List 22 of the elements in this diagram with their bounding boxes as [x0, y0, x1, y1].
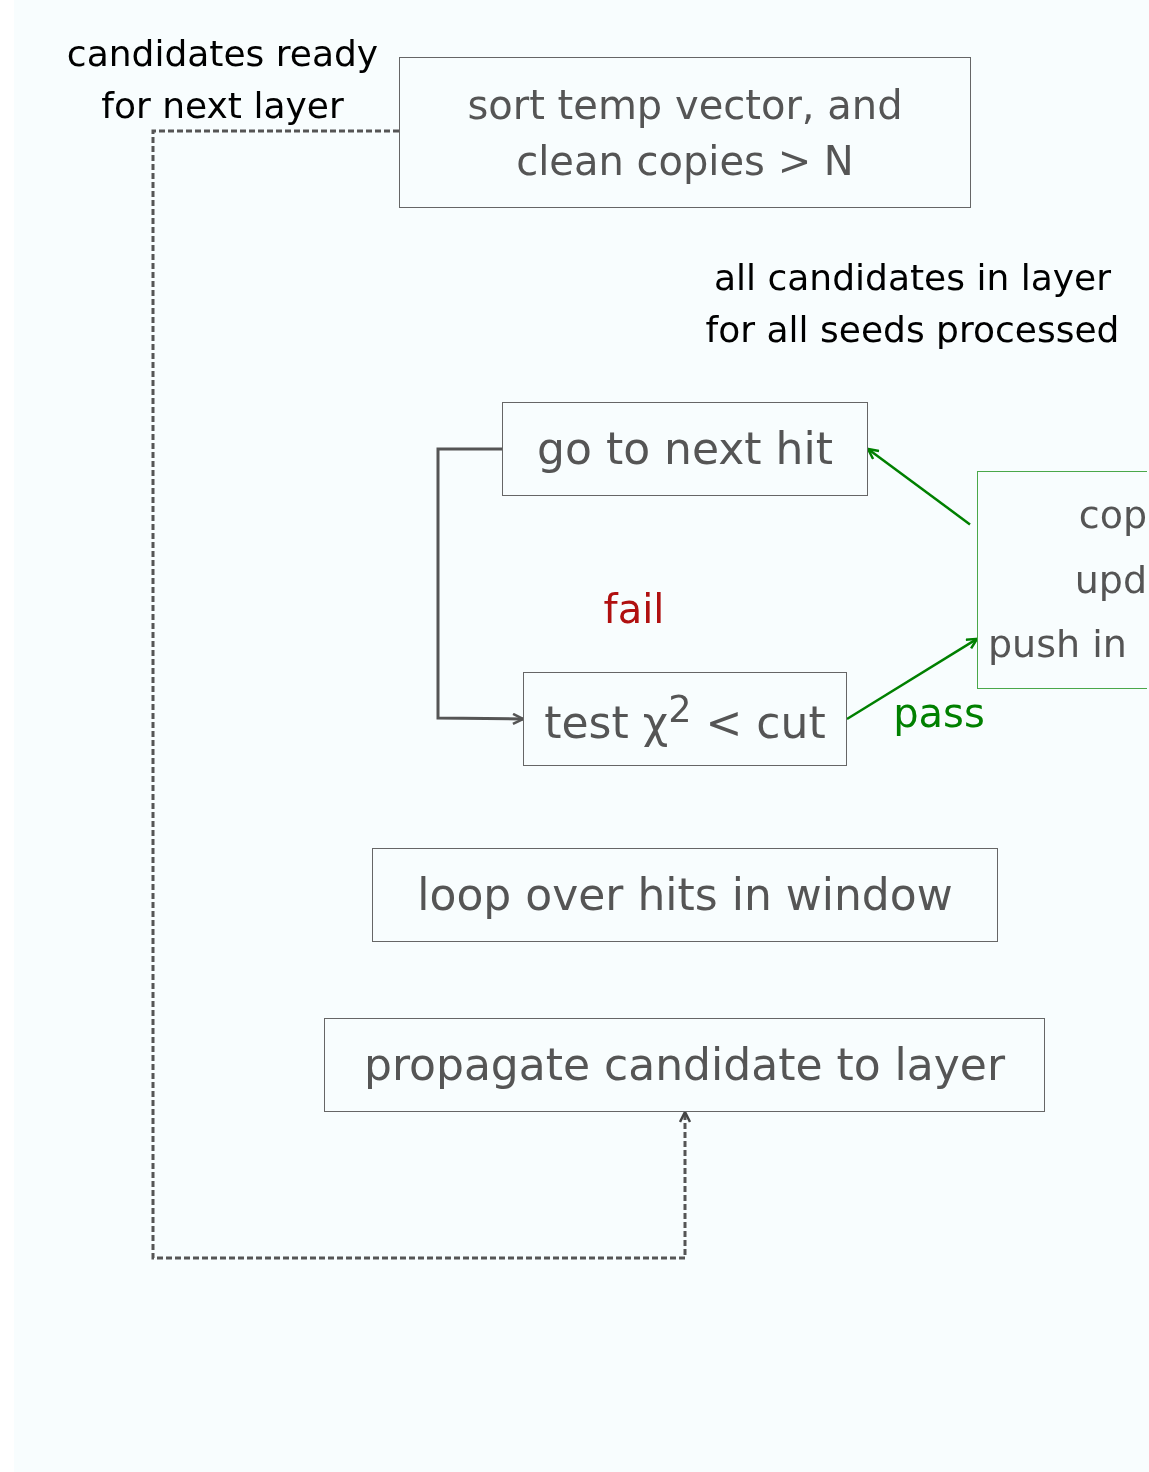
process-box: [523, 672, 847, 766]
box-text: test χ$^{2}$ < cut: [544, 687, 826, 751]
edge-label: candidates ready for next layer: [65, 32, 380, 129]
process-box: [324, 1018, 1045, 1112]
edge-label: pass: [892, 689, 986, 738]
arrow: [151, 129, 692, 1260]
process-box: [399, 57, 971, 208]
box-text: go to next hit: [537, 422, 833, 477]
note-text: all candidates in layer for all seeds processed: [704, 256, 1121, 353]
process-box: [372, 848, 998, 942]
edge-label: fail: [602, 585, 666, 634]
box-text: loop over hits in window: [417, 868, 953, 923]
process-box: [502, 402, 868, 496]
arrow: [846, 637, 979, 721]
box-text: cop: [1078, 492, 1147, 540]
box-text: propagate candidate to layer: [364, 1038, 1005, 1093]
arrow: [436, 447, 525, 726]
box-text: upd: [1074, 556, 1147, 604]
box-text: push in: [988, 621, 1127, 669]
process-box: [977, 471, 1147, 689]
arrow: [866, 447, 971, 526]
box-text: sort temp vector, and clean copies > N: [466, 80, 904, 186]
